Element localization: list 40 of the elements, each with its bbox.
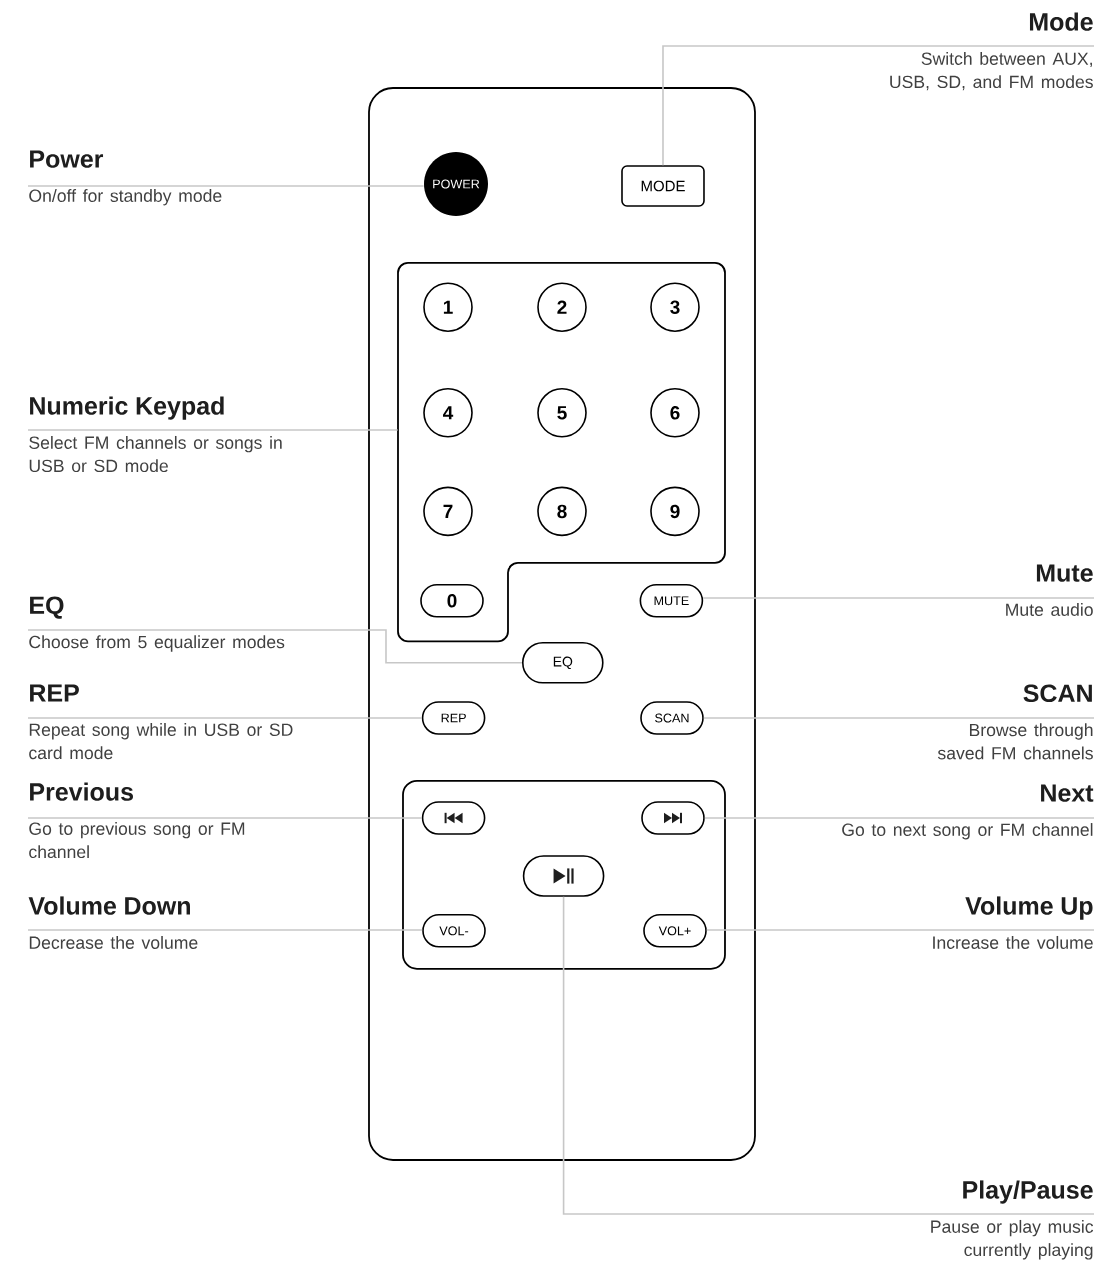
number-button: 3 bbox=[650, 282, 700, 333]
number-button: 7 bbox=[423, 486, 473, 537]
callout-text: Mode Switch between AUX, USB, SD, and FM modes bbox=[890, 12, 1093, 91]
callout-text: Power On/off for standby mode bbox=[29, 150, 222, 206]
remote-body bbox=[368, 87, 756, 1161]
callout-text: Play/Pause Pause or play music currently playing bbox=[931, 1180, 1094, 1260]
transport-panel bbox=[402, 779, 726, 970]
number-button: 1 bbox=[423, 282, 473, 333]
leader-line bbox=[703, 717, 1095, 719]
callout-text: Numeric Keypad Select FM channels or songs in USB or SD mode bbox=[29, 396, 282, 473]
zero-button: 0 bbox=[420, 584, 484, 618]
leader-line bbox=[27, 429, 399, 431]
number-button: 4 bbox=[423, 388, 473, 438]
keypad-panel bbox=[397, 261, 726, 643]
number-button: 6 bbox=[650, 388, 700, 438]
number-button: 9 bbox=[650, 486, 700, 537]
next-button bbox=[641, 801, 705, 835]
number-button: 8 bbox=[537, 486, 587, 537]
leader-line bbox=[662, 45, 1095, 166]
number-button: 2 bbox=[537, 282, 587, 333]
callout-text: EQ Choose from 5 equalizer modes bbox=[29, 596, 285, 652]
leader-line bbox=[27, 929, 423, 931]
leader-line bbox=[27, 817, 423, 819]
callout-text: Volume Up Increase the volume bbox=[933, 896, 1093, 949]
previous-button bbox=[421, 801, 486, 835]
play-pause-button bbox=[522, 855, 605, 897]
leader-line bbox=[702, 597, 1095, 599]
callout-text: Mute Mute audio bbox=[1006, 564, 1093, 616]
callout-text: REP Repeat song while in USB or SD card mode bbox=[29, 684, 293, 760]
leader-line bbox=[562, 896, 1095, 1215]
leader-line bbox=[27, 185, 425, 187]
callout-text: Next Go to next song or FM channel bbox=[842, 784, 1094, 840]
callout-text: SCAN Browse through saved FM channels bbox=[937, 684, 1093, 760]
callout-text: Previous Go to previous song or FM channel bbox=[29, 782, 245, 859]
callout-text: Volume Down Decrease the volume bbox=[28, 896, 198, 949]
leader-line bbox=[706, 929, 1095, 931]
leader-line bbox=[704, 817, 1095, 819]
number-button: 5 bbox=[537, 388, 587, 438]
leader-line bbox=[27, 717, 423, 719]
leader-line bbox=[27, 629, 523, 664]
